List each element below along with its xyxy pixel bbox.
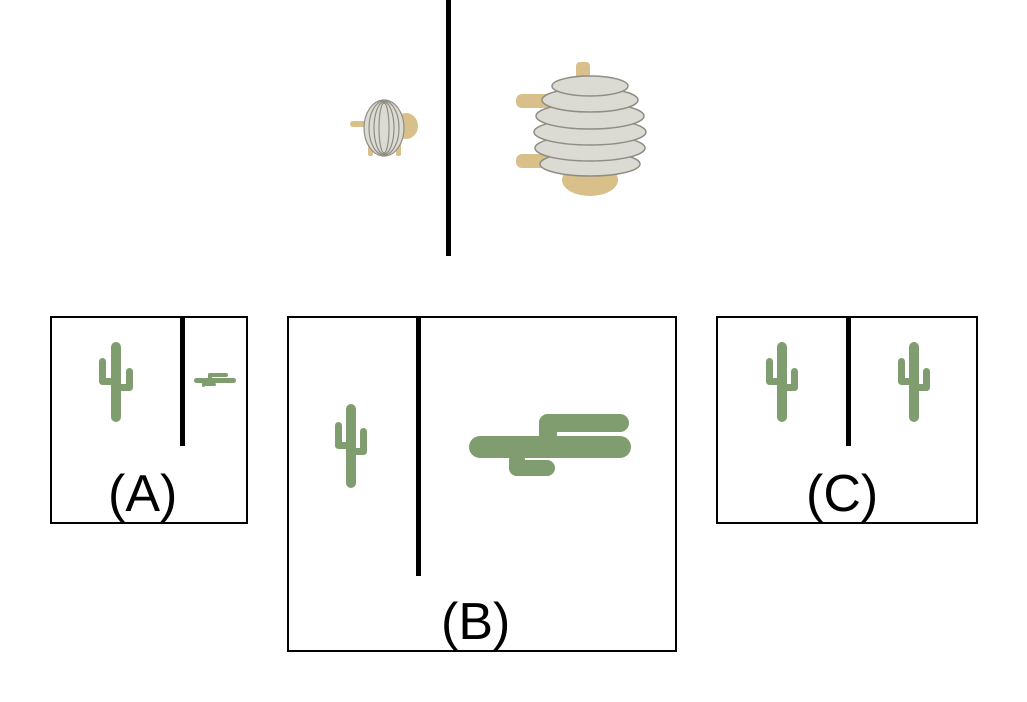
option-b-panel[interactable]: (B) [287,316,677,652]
option-c-panel[interactable]: (C) [716,316,978,524]
cactus-icon [335,404,367,488]
option-a-label: (A) [108,465,178,523]
cactus-icon [194,373,236,387]
cactus-icon [766,342,798,422]
cactus-icon [898,342,930,422]
option-a-panel[interactable]: (A) [50,316,248,524]
option-b-label: (B) [441,593,511,651]
coiled-object-large-icon [516,62,647,196]
cactus-icon [469,414,631,476]
coiled-object-small-icon [350,99,418,157]
option-c-label: (C) [806,465,879,523]
example-divider [446,0,451,256]
option-b-divider [416,318,421,576]
option-a-divider [180,318,185,446]
cactus-icon [99,342,133,422]
option-c-divider [846,318,851,446]
